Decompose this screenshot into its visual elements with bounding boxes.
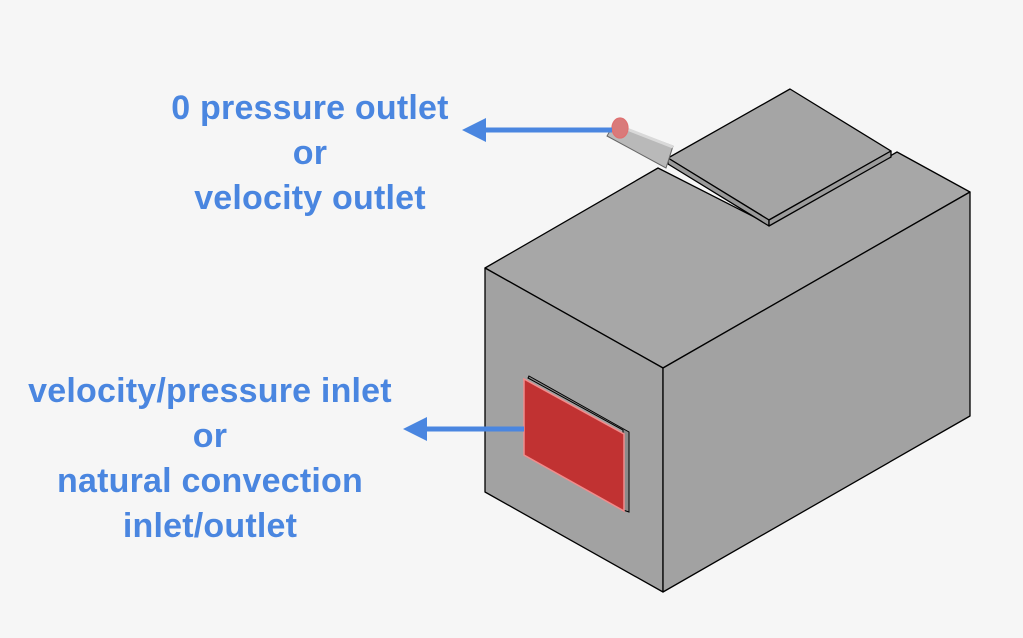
top-raised-block — [667, 88, 892, 227]
inlet-arrow — [403, 417, 524, 441]
raised-block-front — [768, 150, 892, 227]
inlet-boundary-label: velocity/pressure inlet or natural conve… — [10, 369, 410, 549]
enclosure-box — [484, 151, 971, 593]
inlet-label-line-1: velocity/pressure inlet — [28, 372, 392, 410]
outlet-arrowhead — [462, 118, 486, 142]
outlet-label-line-1: 0 pressure outlet — [171, 89, 449, 127]
inlet-label-line-3: natural convection — [57, 462, 363, 500]
inlet-label-line-2: or — [192, 417, 228, 455]
inlet-label-line-4: inlet/outlet — [122, 507, 298, 545]
outlet-label-line-2: or — [292, 134, 328, 172]
outlet-arrow — [462, 118, 612, 142]
outlet-boundary-label: 0 pressure outlet or velocity outlet — [160, 86, 460, 221]
outlet-label-line-3: velocity outlet — [194, 179, 426, 217]
outlet-pipe — [606, 117, 674, 169]
pipe-outlet-opening — [611, 117, 629, 139]
box-right-face — [662, 191, 971, 593]
inlet-arrowhead — [403, 417, 427, 441]
